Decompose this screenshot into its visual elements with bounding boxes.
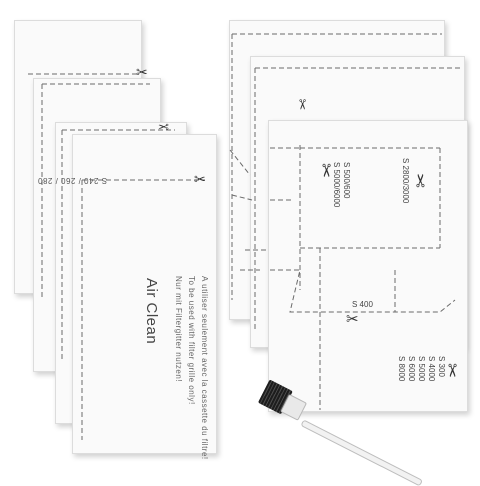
- code-label: S 400: [352, 300, 373, 309]
- scissors-icon: ✂: [294, 98, 311, 111]
- code-label: S 500/600: [342, 162, 351, 199]
- instruction-de: Nur mit Filtergitter nutzen!: [174, 276, 183, 383]
- scissors-icon: ✂: [158, 119, 169, 134]
- brand-label: Air Clean: [143, 278, 160, 345]
- instruction-en: To be used with filter grille only!: [187, 276, 196, 405]
- code-label: S 4000: [427, 356, 436, 382]
- scissors-icon: ✂: [136, 64, 148, 80]
- instruction-fr: A utiliser seulement avec la cassette du…: [200, 276, 209, 460]
- code-label: S 2800/3000: [401, 158, 410, 204]
- filter-sheet-left-front: [72, 134, 217, 454]
- filter-sheet-right-front: [268, 120, 468, 412]
- scissors-icon: ✂: [411, 172, 432, 189]
- code-label: S 5000/6000: [332, 162, 341, 208]
- code-label: S 8000: [397, 356, 406, 382]
- code-label: S 5000: [417, 356, 426, 382]
- model-codes-label: S 240 / 260 / 280: [37, 176, 107, 185]
- code-label: S 300: [437, 356, 446, 377]
- scissors-icon: ✂: [346, 311, 359, 328]
- code-label: S 6000: [407, 356, 416, 382]
- scissors-icon: ✂: [194, 171, 206, 187]
